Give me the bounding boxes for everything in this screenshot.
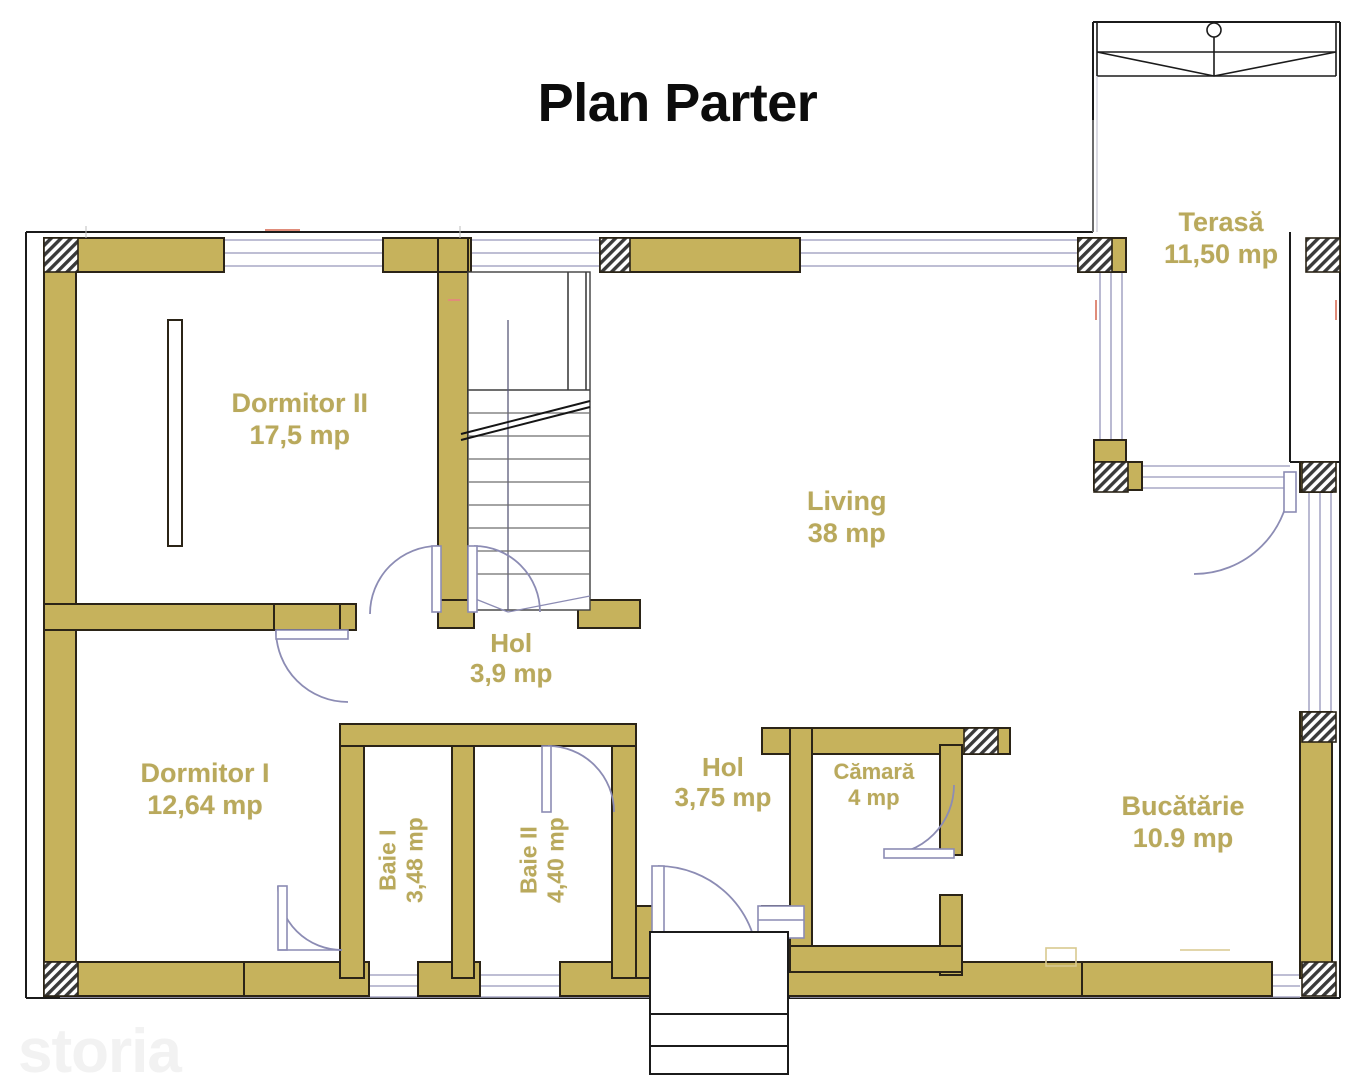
terrace-pergola-detail [1096,22,1337,77]
wall-bottom-right [1081,961,1273,997]
room-label-hol-1: Hol 3,9 mp [470,628,552,689]
door-baie2-arc [547,745,615,813]
pillar-top-left [43,237,79,273]
room-name: Hol [701,751,744,782]
room-label-camara: Cămară 4 mp [834,759,915,811]
pillar-bottom-left [43,961,79,997]
pillar-top-mid-right [599,237,631,273]
room-area: 10.9 mp [1132,822,1234,853]
pillar-terrace-bottom-left [1093,461,1129,493]
room-area: 4,40 mp [542,817,569,903]
wall-dormitor2-right-top [437,237,469,273]
wall-dormitor1-right [339,723,365,979]
room-area: 38 mp [807,517,886,548]
room-label-living: Living 38 mp [807,486,887,550]
room-label-dormitor-2: Dormitor II 17,5 mp [232,388,369,452]
pillar-top-terrace-right [1305,237,1341,273]
wall-top-right-pier [599,237,801,273]
room-label-dormitor-1: Dormitor I 12,64 mp [141,758,270,822]
room-area: 3,9 mp [470,658,553,689]
room-area: 3,48 mp [401,817,428,903]
room-area: 11,50 mp [1164,238,1279,269]
room-name: Cămară [833,759,915,784]
radiator-dormitor2 [167,319,183,547]
room-name: Bucătărie [1121,791,1245,821]
room-label-terasa: Terasă 11,50 mp [1164,207,1278,271]
door-stair-arc [473,545,541,613]
wall-between-baths [451,723,475,979]
wall-between-bedrooms [43,603,275,631]
pillar-camara-top-right [963,727,999,755]
room-name: Dormitor I [140,758,270,788]
door-dormitor2-leaf [431,545,442,613]
room-name: Baie I [374,829,401,891]
pillars-group [43,237,1341,997]
room-label-hol-2: Hol 3,75 mp [675,752,772,813]
door-dormitor2-arc [369,545,439,615]
room-label-baie-2: Baie II 4,40 mp [516,817,570,903]
axis-marks [265,229,1337,320]
door-dormitor1-arc [275,629,349,703]
room-name: Baie II [515,826,542,895]
pillar-bottom-right [1301,961,1337,997]
wall-baie2-right [611,723,637,979]
wall-bedroom-door-jamb [339,603,357,631]
room-area: 4 mp [848,784,900,810]
pillar-right-mid [1301,711,1337,743]
staircase [460,271,591,613]
room-area: 12,64 mp [147,789,263,820]
room-area: 3,75 mp [674,782,772,813]
construction-marks [85,120,1094,238]
room-name: Dormitor II [231,388,369,418]
wall-right-lower [1299,711,1333,979]
wall-camara-bottom [789,945,963,973]
storia-watermark: storia [18,1017,182,1086]
page-title-text: Plan Parter [537,73,818,133]
wall-hol-south-left [437,599,475,629]
page-title: Plan Parter [0,72,1355,134]
entrance-steps [649,931,789,1075]
pillar-terrace-bottom-right [1301,461,1337,493]
pillar-top-terrace-left [1077,237,1113,273]
room-area: 17,5 mp [249,419,351,450]
door-baie2-leaf [541,745,552,813]
kitchen-fixture-hints [1045,947,1230,967]
door-dormitor1-south-leaf [277,885,288,951]
room-name: Terasă [1178,207,1264,237]
wall-bath-block-top [339,723,637,747]
room-name: Hol [490,627,533,658]
room-label-baie-1: Baie I 3,48 mp [375,817,429,903]
door-terrace-leaf [1283,471,1297,513]
room-name: Living [807,486,887,516]
room-label-bucatarie: Bucătărie 10.9 mp [1122,791,1245,855]
wall-camara-right-upper [939,744,963,856]
door-dormitor1-leaf [275,629,349,640]
door-camara-leaf [883,848,955,859]
door-stair-leaf [467,545,478,613]
